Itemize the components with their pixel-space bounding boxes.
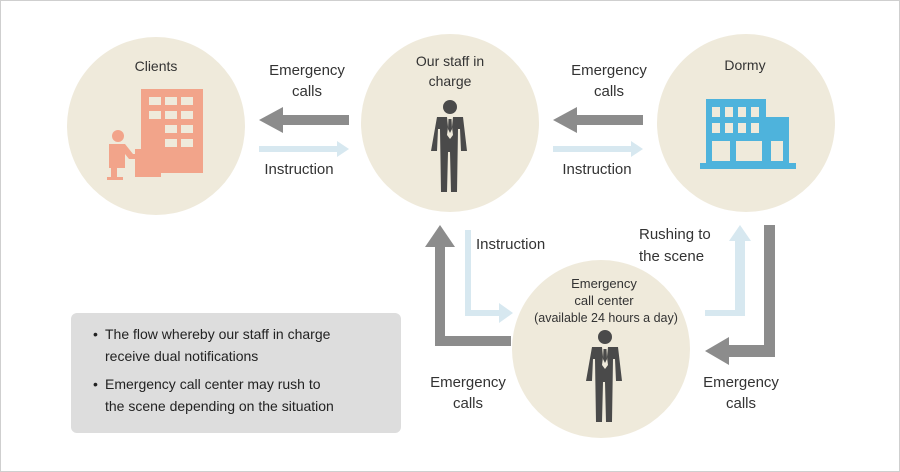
dormy-to-center-arrow (705, 225, 775, 365)
dormy-label: Dormy (724, 57, 765, 73)
dormy-to-center-label-line2: calls (726, 395, 756, 412)
dormy-to-staff-arrow (553, 107, 643, 133)
call-center-label-line2: call center (574, 293, 634, 308)
notes-list: The flow whereby our staff in charge rec… (71, 313, 401, 417)
center-to-dormy-label-line1: Rushing to (639, 226, 711, 243)
clients-to-staff-arrow (259, 141, 349, 157)
note-item: Emergency call center may rush to the sc… (93, 373, 387, 417)
call-center-label-line1: Emergency (571, 276, 637, 291)
staff-to-dormy-arrow (553, 141, 643, 157)
staff-to-clients-label-line1: Emergency (269, 62, 345, 79)
businessman-icon (431, 100, 467, 192)
note-line: The flow whereby our staff in charge (105, 326, 331, 342)
staff-to-center-arrow (465, 230, 513, 323)
note-line: receive dual notifications (105, 348, 259, 364)
staff-to-clients-arrow (259, 107, 349, 133)
note-line: Emergency call center may rush to (105, 376, 321, 392)
staff-label-line1: Our staff in (416, 53, 484, 69)
dormitory-building-icon (700, 99, 796, 169)
note-line: the scene depending on the situation (105, 398, 334, 414)
notes-box: The flow whereby our staff in charge rec… (71, 313, 401, 433)
dormy-to-staff-label-line1: Emergency (571, 62, 647, 79)
dormy-to-staff-label-line2: calls (594, 83, 624, 100)
clients-to-staff-label: Instruction (264, 161, 333, 178)
clients-label: Clients (135, 58, 178, 74)
dormy-to-center-label-line1: Emergency (703, 374, 779, 391)
center-to-staff-arrow (425, 225, 511, 346)
center-to-dormy-arrow (705, 225, 751, 316)
note-item: The flow whereby our staff in charge rec… (93, 323, 387, 367)
center-to-dormy-label-line2: the scene (639, 248, 704, 265)
staff-to-dormy-label: Instruction (562, 161, 631, 178)
call-center-label-line3: (available 24 hours a day) (534, 311, 678, 325)
staff-to-clients-label-line2: calls (292, 83, 322, 100)
office-worker-building-icon (103, 89, 203, 183)
staff-label-line2: charge (429, 73, 472, 89)
center-to-staff-label-line1: Emergency (430, 374, 506, 391)
center-to-staff-label-line2: calls (453, 395, 483, 412)
businessman-icon (586, 330, 622, 422)
staff-to-center-label: Instruction (476, 236, 545, 253)
